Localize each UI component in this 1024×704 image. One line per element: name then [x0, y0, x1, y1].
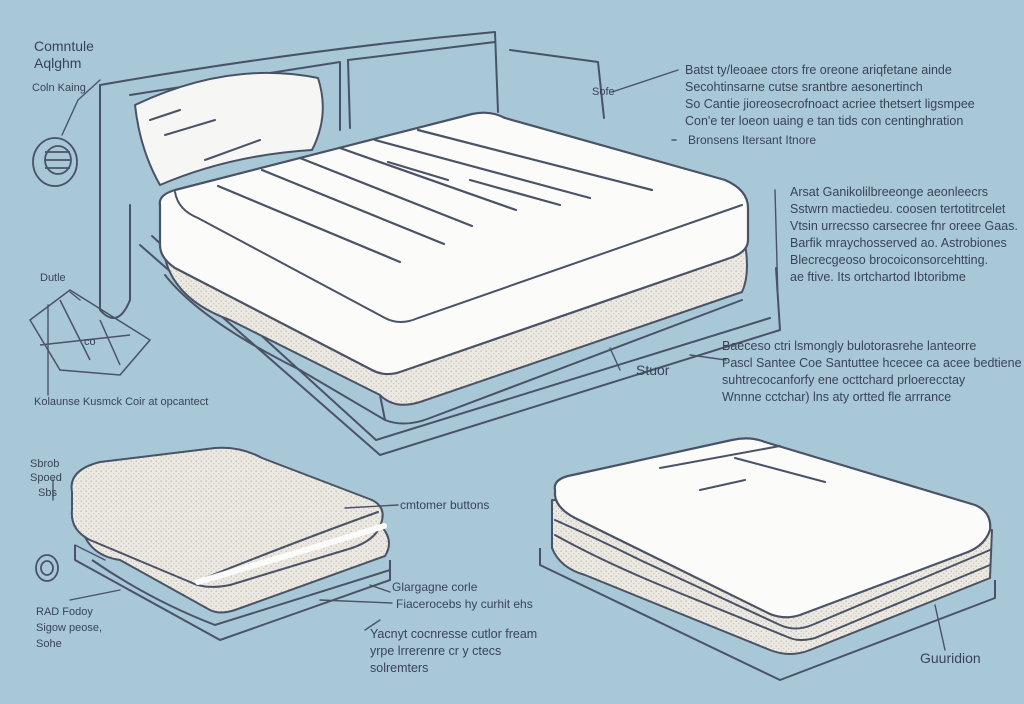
folded-topper [70, 446, 391, 641]
guridion-label: Guuridion [920, 650, 981, 666]
spoed-label: Spoed [30, 472, 62, 484]
sohe-label: Sohe [36, 638, 62, 650]
main-mattress-top [158, 111, 750, 376]
right-low-description: Baeceso ctri lsmongly bulotorasrehe lant… [722, 339, 1022, 404]
right-top-description: Batst ty/leoaee ctors fre oreone ariqfet… [685, 63, 975, 128]
leader-lines [47, 69, 946, 651]
cmtomer-buttons-label: cmtomer buttons [400, 498, 490, 512]
fiacerocebs-label: Fiacerocebs hy curhit ehs [396, 597, 533, 611]
sbrob-label: Sbrob [30, 458, 60, 470]
sigow-label: Sigow peose, [36, 622, 103, 634]
right-top-small-label: Bronsens Itersant Itnore [688, 133, 817, 147]
left-bottom-caption: Kolaunse Kusmck Coir at opcantect [34, 396, 209, 408]
duttle-label: Dutle [40, 272, 66, 284]
right-mid-description: Arsat Ganikolilbreeonge aeonleecrs Sstwr… [790, 185, 1018, 284]
sofe-label: Sofe [592, 86, 615, 98]
fabric-swatch-icon [29, 289, 152, 376]
bottom-description: Yacnyt cocnresse cutlor fream yrpe lrrer… [370, 627, 538, 675]
bed-post-left [99, 84, 131, 319]
title-label: Comntule [34, 38, 94, 54]
pillow [134, 71, 324, 186]
rad-fodoy-label: RAD Fodoy [36, 606, 93, 618]
cole-king-label: Coln Kaing [32, 82, 86, 94]
glargagne-label: Glargagne corle [392, 580, 478, 594]
shutter-label: Stuor [636, 362, 670, 378]
subtitle-label: Aqlghm [34, 55, 82, 71]
sbs-label: Sbs [38, 487, 57, 499]
right-mattress [539, 437, 996, 681]
dial-icon [32, 137, 78, 187]
knob-icon [35, 554, 59, 582]
co-mark-label: co [84, 336, 96, 348]
